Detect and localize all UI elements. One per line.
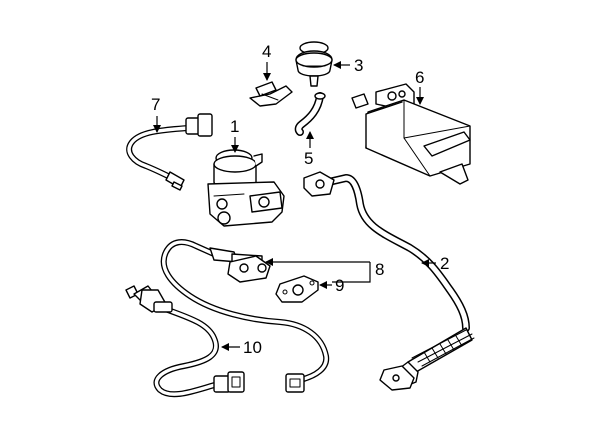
- egr-temp-sensor-part: [160, 239, 330, 393]
- callout-7: 7: [151, 95, 160, 114]
- callout-9: 9: [335, 276, 344, 295]
- callout-1: 1: [230, 117, 239, 136]
- callout-10: 10: [243, 338, 262, 357]
- callout-3: 3: [354, 56, 363, 75]
- bracket-part: [249, 81, 293, 107]
- callout-4: 4: [262, 42, 271, 61]
- egr-pipe-part: [303, 171, 475, 391]
- callout-labels: 7 4 3 6 1 5 2 8 9 10: [151, 42, 449, 357]
- callout-2: 2: [440, 254, 449, 273]
- vacuum-modulator-part: [295, 41, 333, 87]
- callout-8: 8: [375, 260, 384, 279]
- oxygen-sensor-lower-part: [125, 285, 245, 398]
- charcoal-canister-part: [351, 83, 471, 185]
- leader-lines: [153, 61, 436, 351]
- vacuum-hose-part: [294, 92, 326, 136]
- leader-8-bracket: [332, 262, 371, 283]
- callout-6: 6: [415, 68, 424, 87]
- oxygen-sensor-upper-part: [126, 113, 213, 191]
- egr-valve-part: [207, 149, 285, 227]
- gasket-part: [275, 275, 319, 303]
- callout-5: 5: [304, 149, 313, 168]
